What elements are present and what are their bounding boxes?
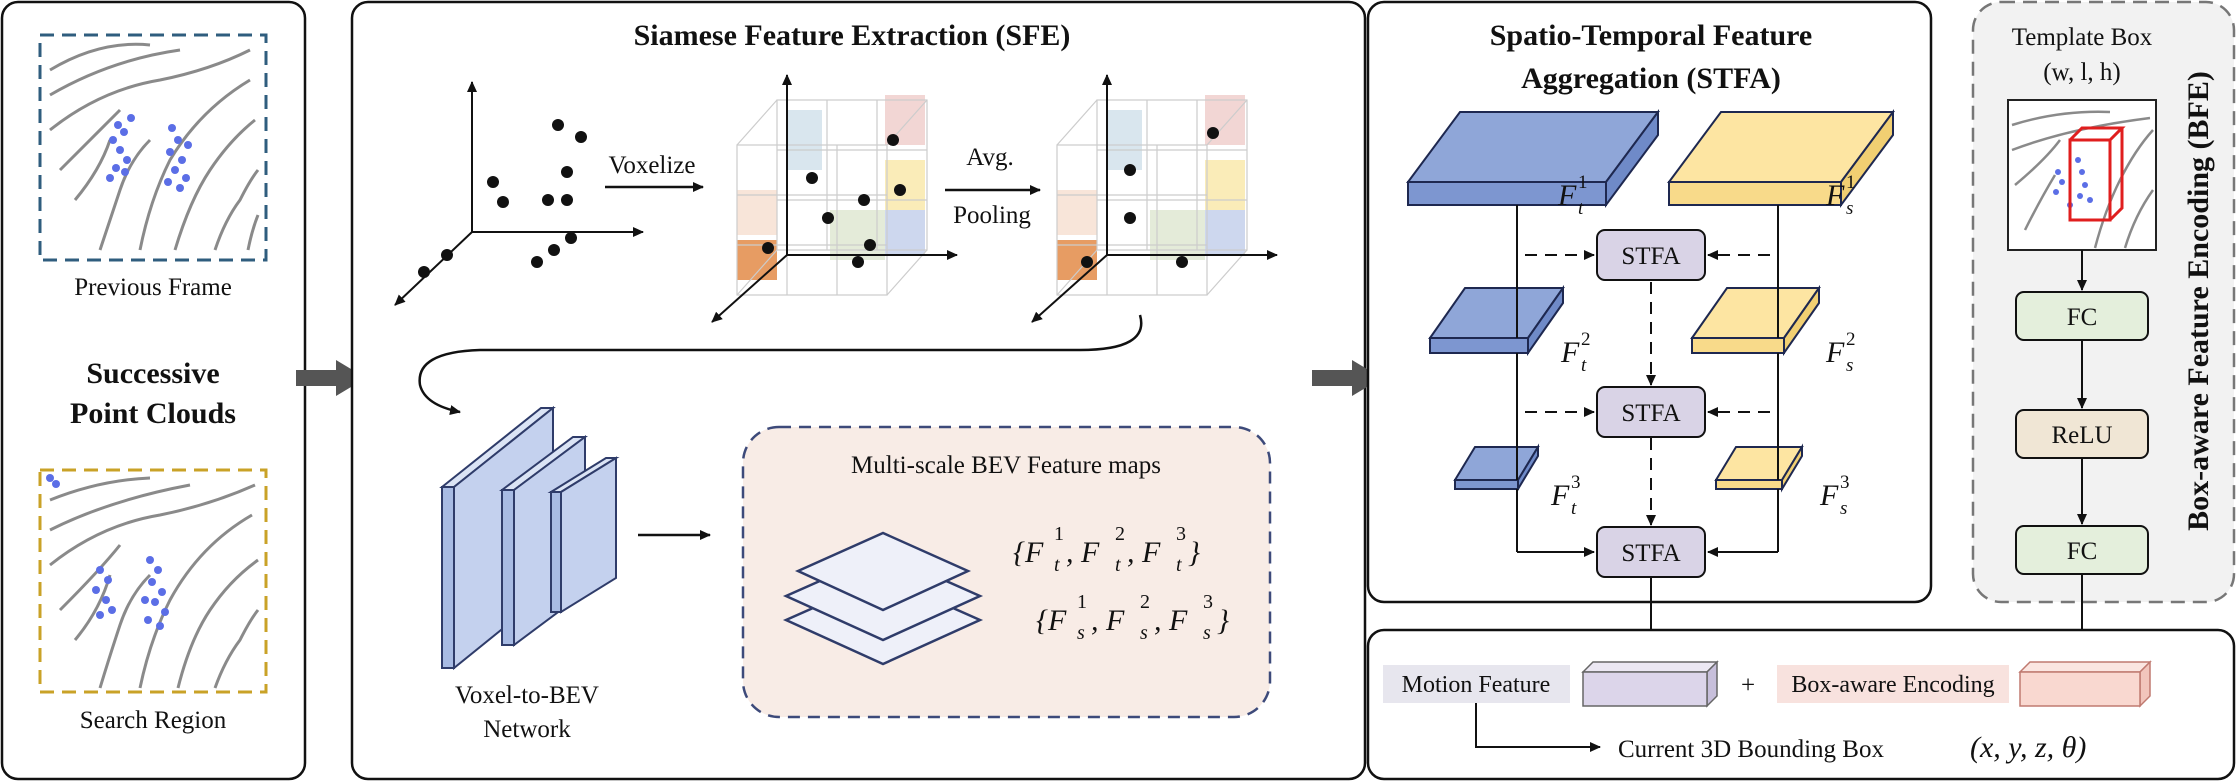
svg-text:}: } xyxy=(1217,604,1229,637)
successive-title-line1: Successive xyxy=(86,357,219,390)
search-region-image xyxy=(38,468,268,694)
successive-title-line2: Point Clouds xyxy=(70,397,236,430)
svg-text:2: 2 xyxy=(1140,591,1150,613)
svg-text:t: t xyxy=(1176,554,1182,576)
template-box-line1: Template Box xyxy=(2012,24,2153,51)
svg-text:{F: {F xyxy=(1036,604,1067,637)
svg-text:ReLU: ReLU xyxy=(2051,422,2112,449)
stfa-title-line2: Aggregation (STFA) xyxy=(1521,62,1781,95)
box-aware-encoding-tag xyxy=(1777,665,2009,703)
svg-text:2: 2 xyxy=(1846,329,1856,350)
stfa-block-1: STFA xyxy=(1596,229,1706,281)
svg-text:, F: , F xyxy=(1154,604,1188,637)
svg-text:, F: , F xyxy=(1066,536,1100,569)
svg-text:s: s xyxy=(1077,622,1085,644)
bfe-fc2: FC xyxy=(2015,525,2149,575)
previous-frame-label: Previous Frame xyxy=(74,274,232,301)
svg-text:, F: , F xyxy=(1127,536,1161,569)
template-box-line2: (w, l, h) xyxy=(2043,59,2121,86)
box-aware-encoding-label: Box-aware Encoding xyxy=(1791,672,1994,698)
template-box-image xyxy=(2007,99,2157,251)
pooling-label: Pooling xyxy=(953,202,1031,229)
sfe-title: Siamese Feature Extraction (SFE) xyxy=(634,19,1071,52)
stfa-dashed-arrows xyxy=(1525,250,1770,526)
svg-text:t: t xyxy=(1115,554,1121,576)
svg-text:2: 2 xyxy=(1115,523,1125,545)
voxel-grid xyxy=(711,74,958,323)
bfe-vertical-title: Box-aware Feature Encoding (BFE) xyxy=(2182,71,2215,531)
svg-text:F: F xyxy=(1825,336,1845,369)
svg-text:1: 1 xyxy=(1578,172,1588,193)
svg-text:s: s xyxy=(1203,622,1211,644)
raw-point-cloud-axes xyxy=(394,81,644,306)
svg-text:s: s xyxy=(1846,355,1853,376)
svg-text:t: t xyxy=(1578,198,1584,219)
fs-feature-set: {F s 1 , F s 2 , F s 3 } xyxy=(1036,591,1229,644)
voxelize-label: Voxelize xyxy=(608,152,695,179)
svg-text:1: 1 xyxy=(1054,523,1064,545)
bev-feature-title: Multi-scale BEV Feature maps xyxy=(851,452,1161,479)
motion-feature-tag xyxy=(1383,665,1570,703)
svg-text:STFA: STFA xyxy=(1621,400,1680,427)
search-feature-maps xyxy=(1667,108,1895,493)
svg-text:FC: FC xyxy=(2067,304,2098,331)
svg-text:1: 1 xyxy=(1846,172,1856,193)
svg-text:2: 2 xyxy=(1581,329,1591,350)
svg-text:3: 3 xyxy=(1203,591,1213,613)
bev-stacked-maps xyxy=(782,531,984,666)
svg-text:FC: FC xyxy=(2067,538,2098,565)
search-region-label: Search Region xyxy=(80,707,227,734)
output-result-label: Current 3D Bounding Box xyxy=(1618,736,1884,763)
svg-text:STFA: STFA xyxy=(1621,243,1680,270)
plus-sign: + xyxy=(1741,672,1755,699)
avg-label: Avg. xyxy=(966,144,1013,171)
svg-text:s: s xyxy=(1840,498,1847,519)
pooled-voxel-grid xyxy=(1031,74,1278,323)
svg-text:s: s xyxy=(1846,198,1853,219)
svg-text:3: 3 xyxy=(1840,472,1850,493)
motion-feature-label: Motion Feature xyxy=(1402,672,1551,698)
svg-text:F: F xyxy=(1825,179,1845,212)
svg-text:t: t xyxy=(1581,355,1587,376)
svg-text:1: 1 xyxy=(1077,591,1087,613)
flow-arrow-input-to-sfe xyxy=(296,360,366,396)
output-result-arrow xyxy=(1475,703,1601,752)
svg-text:, F: , F xyxy=(1091,604,1125,637)
svg-text:s: s xyxy=(1140,622,1148,644)
bfe-fc1: FC xyxy=(2015,291,2149,341)
stfa-connectors xyxy=(1516,205,1779,557)
svg-text:STFA: STFA xyxy=(1621,540,1680,567)
svg-text:t: t xyxy=(1571,498,1577,519)
flow-arrow-sfe-to-stfa xyxy=(1312,360,1382,396)
svg-text:F: F xyxy=(1819,479,1839,512)
network-label-line1: Voxel-to-BEV xyxy=(455,682,599,709)
svg-text:t: t xyxy=(1054,554,1060,576)
output-panel xyxy=(1366,628,2236,781)
bfe-relu: ReLU xyxy=(2015,409,2149,459)
box-aware-encoding-block xyxy=(2018,660,2152,708)
stfa-title-line1: Spatio-Temporal Feature xyxy=(1490,19,1813,52)
stfa-block-3: STFA xyxy=(1596,526,1706,578)
svg-text:F: F xyxy=(1557,179,1577,212)
network-label-line2: Network xyxy=(483,716,571,743)
curve-arrow-to-network xyxy=(418,314,1143,415)
svg-text:}: } xyxy=(1188,536,1200,569)
ft-feature-set: {F t 1 , F t 2 , F t 3 } xyxy=(1013,523,1200,576)
voxel-to-bev-network xyxy=(439,405,620,671)
motion-feature-block xyxy=(1581,660,1719,708)
svg-text:{F: {F xyxy=(1013,536,1044,569)
svg-text:F: F xyxy=(1560,336,1580,369)
svg-text:3: 3 xyxy=(1571,472,1581,493)
raw-points xyxy=(418,119,587,278)
previous-frame-image xyxy=(38,33,268,262)
stfa-block-2: STFA xyxy=(1596,386,1706,438)
svg-text:3: 3 xyxy=(1176,523,1186,545)
svg-text:F: F xyxy=(1550,479,1570,512)
output-result-math: (x, y, z, θ) xyxy=(1970,731,2086,764)
